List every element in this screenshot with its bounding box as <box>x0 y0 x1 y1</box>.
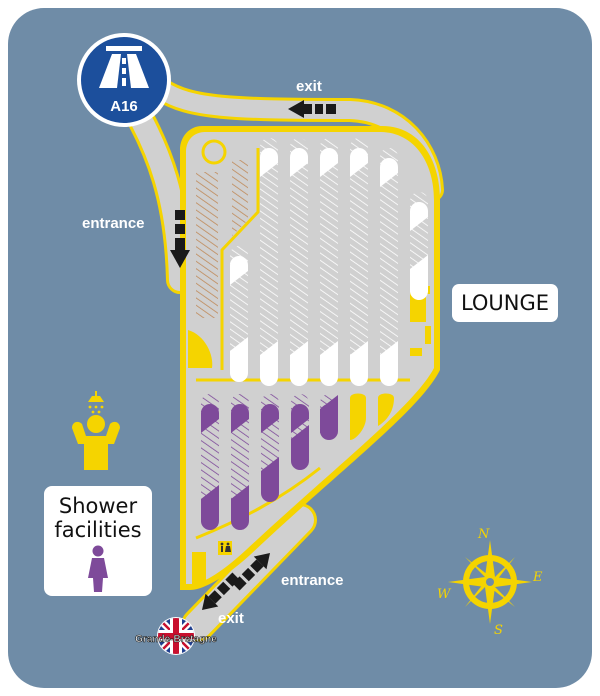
exit-top-label: exit <box>296 78 322 95</box>
lounge-label-box: LOUNGE <box>452 284 558 322</box>
motorway-icon <box>99 46 149 88</box>
reserved-bays <box>196 160 248 318</box>
compass-icon <box>448 540 532 624</box>
compass-east: E <box>532 570 543 585</box>
service-building <box>192 552 206 584</box>
shower-label-box: Shower facilities <box>44 486 152 596</box>
compass-west: W <box>437 587 452 602</box>
flow-arrows <box>170 100 336 610</box>
car-parking-row <box>410 192 428 300</box>
shower-label-line2: facilities <box>54 518 141 542</box>
arrow-icon <box>288 100 336 118</box>
truck-parking-row <box>291 394 309 470</box>
car-parking-rows <box>230 138 428 386</box>
motorway-badge: A16 <box>77 33 171 127</box>
car-parking-row <box>350 138 368 386</box>
motorway-label: A16 <box>110 98 138 115</box>
lounge-label: LOUNGE <box>461 291 549 315</box>
shower-icon <box>72 391 120 470</box>
person-icon <box>88 545 108 592</box>
exit-bottom-label: exit <box>218 610 244 627</box>
truck-parking-row <box>261 394 279 502</box>
compass-south: S <box>494 623 503 638</box>
compass-north: N <box>477 527 490 542</box>
truck-parking-rows <box>201 394 338 530</box>
entrance-bottom-label: entrance <box>281 572 344 589</box>
toilet-icon <box>218 541 232 555</box>
truck-parking-row <box>320 394 338 440</box>
truck-parking-row <box>231 394 249 530</box>
arrow-icon <box>232 553 270 591</box>
car-parking-row <box>320 138 338 386</box>
car-parking-row <box>290 138 308 386</box>
roundabout <box>201 139 227 165</box>
arrow-icon <box>170 210 190 268</box>
destination-label: Grande-Bretagne <box>135 634 217 645</box>
car-parking-row <box>230 246 248 382</box>
car-parking-row <box>260 138 278 386</box>
car-parking-row <box>380 148 398 386</box>
truck-parking-row <box>201 394 219 530</box>
uk-flag-icon <box>157 617 195 655</box>
entrance-left-label: entrance <box>82 215 145 232</box>
shower-label-line1: Shower <box>59 494 138 518</box>
